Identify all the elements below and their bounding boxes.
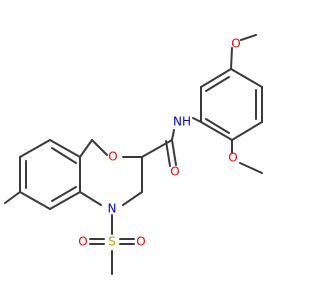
- nitrogen-label: N: [108, 202, 117, 216]
- bond: [230, 47, 233, 70]
- bond: [79, 191, 102, 206]
- bond: [171, 139, 177, 166]
- bond: [141, 139, 173, 158]
- atom-label-layer: O O NH O O N S O O: [78, 37, 240, 249]
- oxygen-label: O: [228, 151, 237, 165]
- bond: [49, 139, 81, 158]
- bond: [91, 139, 108, 156]
- bond: [192, 117, 202, 123]
- bond: [4, 191, 21, 204]
- bond: [231, 121, 263, 141]
- oxygen-label: O: [78, 235, 87, 249]
- bond: [200, 68, 232, 88]
- sulfur-label: S: [108, 235, 116, 249]
- bond: [51, 186, 77, 202]
- bond: [165, 140, 171, 167]
- bond: [205, 118, 230, 134]
- oxygen-label: O: [231, 37, 240, 51]
- oxygen-label: O: [108, 150, 117, 164]
- bond: [122, 191, 143, 206]
- bond: [230, 68, 263, 88]
- bond: [205, 76, 230, 92]
- bond: [51, 147, 77, 164]
- bond: [19, 191, 51, 210]
- bond: [239, 162, 263, 174]
- bond: [200, 121, 233, 141]
- bond: [171, 129, 175, 141]
- oxygen-label: O: [136, 235, 145, 249]
- molecule-structure: O O NH O O N S O O: [4, 34, 263, 275]
- bond: [240, 34, 257, 41]
- bond-layer: [4, 34, 263, 275]
- bond: [19, 139, 51, 158]
- nitrogen-h-label: NH: [173, 115, 191, 129]
- bond: [49, 191, 81, 210]
- bond: [79, 139, 93, 158]
- oxygen-label: O: [170, 165, 179, 179]
